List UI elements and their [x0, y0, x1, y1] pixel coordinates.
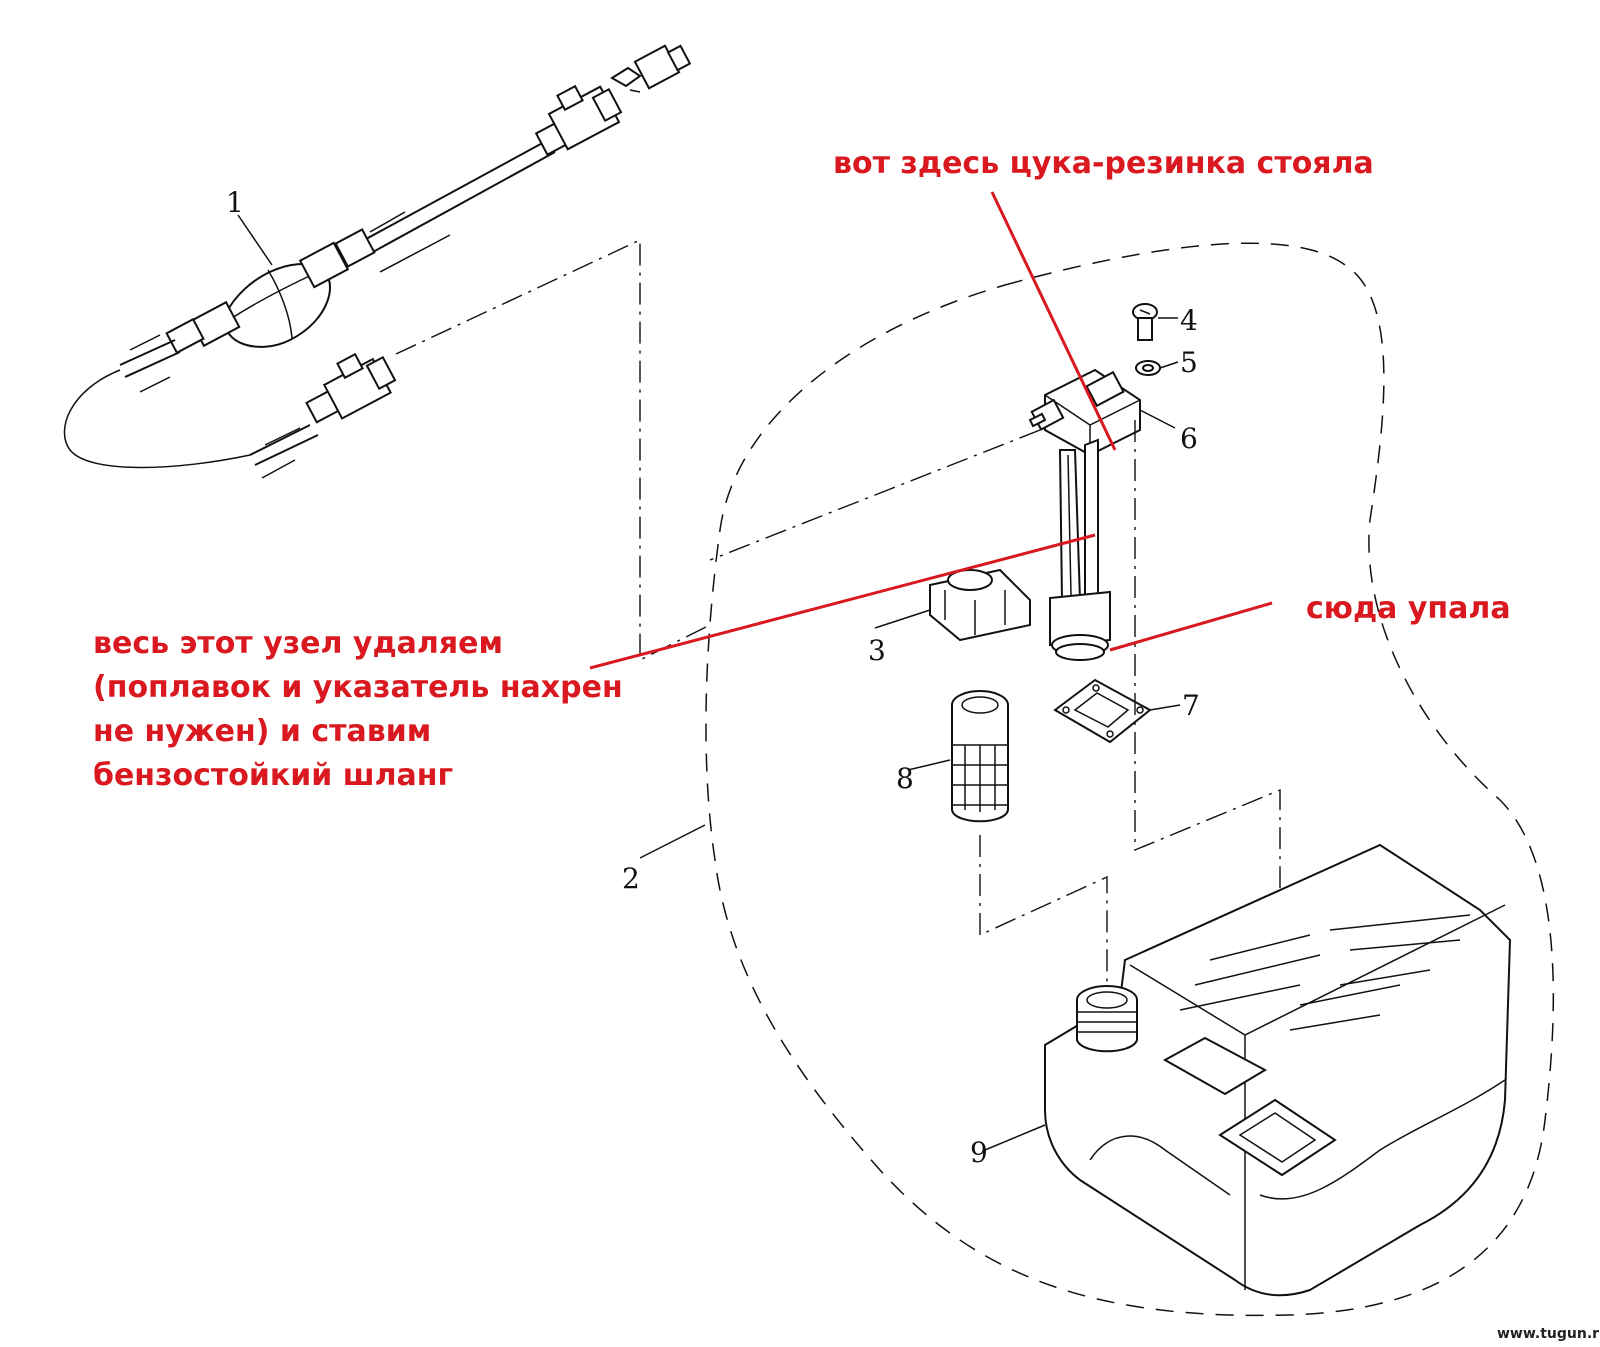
pointer-top-note — [990, 191, 1117, 451]
part-leaders — [237, 214, 1181, 1151]
primer-bulb — [165, 228, 376, 355]
part-label-6: 6 — [1180, 422, 1198, 455]
part-label-5: 5 — [1180, 346, 1198, 379]
upper-quick-connector — [534, 84, 623, 156]
part-label-8: 8 — [896, 762, 914, 795]
pointer-left-note — [589, 533, 1096, 670]
lower-quick-connector — [305, 352, 397, 424]
watermark: www.tugun.ru — [1497, 1326, 1600, 1342]
note-rubber-seal-location: вот здесь цука-резинка стояла — [833, 146, 1374, 181]
note-line-3: не нужен) и ставим — [93, 714, 431, 749]
pointer-right-note — [1109, 601, 1273, 652]
sender-assembly — [1028, 368, 1141, 661]
screw-part — [1132, 303, 1158, 341]
guide-line-hose — [395, 238, 711, 662]
guide-line-sender — [709, 429, 1041, 561]
note-remove-assembly: весь этот узел удаляем (поплавок и указа… — [93, 626, 623, 793]
part-numbers: 1 2 3 4 5 6 7 8 9 — [226, 186, 1200, 1169]
fuel-tank — [1044, 843, 1512, 1297]
fuel-line-assembly — [63, 44, 692, 479]
part-label-9: 9 — [970, 1136, 988, 1169]
guide-line-strainer — [979, 835, 1108, 985]
part-label-4: 4 — [1180, 304, 1198, 337]
strainer-part — [951, 690, 1009, 823]
note-line-1: весь этот узел удаляем — [93, 626, 503, 661]
float-ring-part — [929, 568, 1031, 642]
gasket-part — [1053, 678, 1152, 744]
annotation-pointers — [589, 191, 1273, 670]
part-label-7: 7 — [1182, 689, 1200, 722]
note-line-4: бензостойкий шланг — [93, 758, 453, 793]
note-line-2: (поплавок и указатель нахрен — [93, 670, 623, 705]
engine-connector — [610, 44, 692, 93]
note-fell-here: сюда упала — [1306, 591, 1511, 626]
part-label-3: 3 — [868, 634, 886, 667]
part-label-1: 1 — [226, 186, 244, 219]
washer-part — [1135, 360, 1161, 376]
part-label-2: 2 — [622, 862, 640, 895]
kit-boundary-dashed — [705, 242, 1555, 1317]
